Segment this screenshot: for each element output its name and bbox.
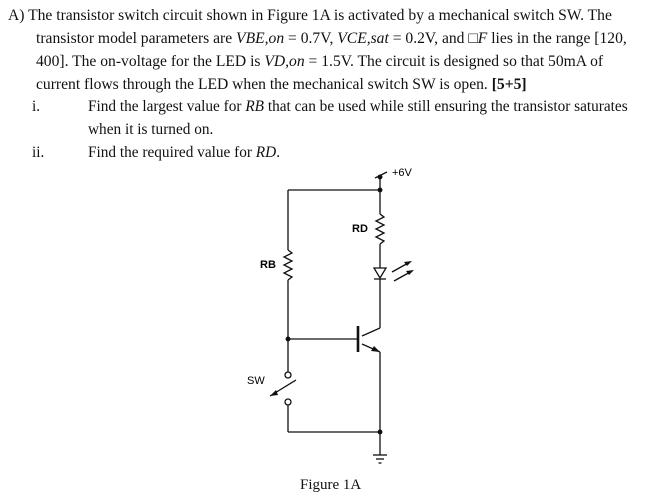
switch-contact-top xyxy=(284,371,292,379)
rb-resistor xyxy=(282,249,294,281)
supply-label: +6V xyxy=(392,167,413,179)
subparts-list: i. Find the largest value for RB that ca… xyxy=(32,95,668,164)
led-arrowhead-1 xyxy=(404,261,412,266)
question-line-2: transistor model parameters are VBE,on =… xyxy=(36,30,627,47)
question-label: A) xyxy=(8,7,25,24)
question-text: A) The transistor switch circuit shown i… xyxy=(8,4,666,96)
switch-arrowhead xyxy=(270,390,278,396)
question-line-1: A) The transistor switch circuit shown i… xyxy=(8,7,612,24)
rb-label: RB xyxy=(260,259,276,271)
vd-symbol: VD,on xyxy=(264,53,305,70)
switch-contact-bottom xyxy=(284,398,292,406)
rd-label: RD xyxy=(352,223,368,235)
beta-symbol: □F xyxy=(468,30,488,47)
emitter-arrowhead xyxy=(371,346,380,352)
led-arrowhead-2 xyxy=(406,270,414,275)
vbe-symbol: VBE,on xyxy=(236,30,285,47)
rd-symbol: RD xyxy=(255,144,277,161)
rd-resistor xyxy=(374,213,386,245)
subpart-2: ii. Find the required value for RD. xyxy=(32,144,281,161)
led-diode xyxy=(372,267,388,280)
figure-caption: Figure 1A xyxy=(300,477,362,493)
subpart-1-continued: when it is turned on. xyxy=(88,121,214,138)
sw-label: SW xyxy=(247,375,265,387)
collector-lead xyxy=(361,327,381,337)
rb-symbol: RB xyxy=(245,98,265,115)
vce-symbol: VCE,sat xyxy=(337,30,389,47)
bottom-junction xyxy=(377,429,383,435)
subpart-1: i. Find the largest value for RB that ca… xyxy=(32,98,628,115)
marks: [5+5] xyxy=(491,76,527,93)
question-line-3: 400]. The on-voltage for the LED is VD,o… xyxy=(36,53,604,70)
question-line-4: current flows through the LED when the m… xyxy=(36,76,527,93)
